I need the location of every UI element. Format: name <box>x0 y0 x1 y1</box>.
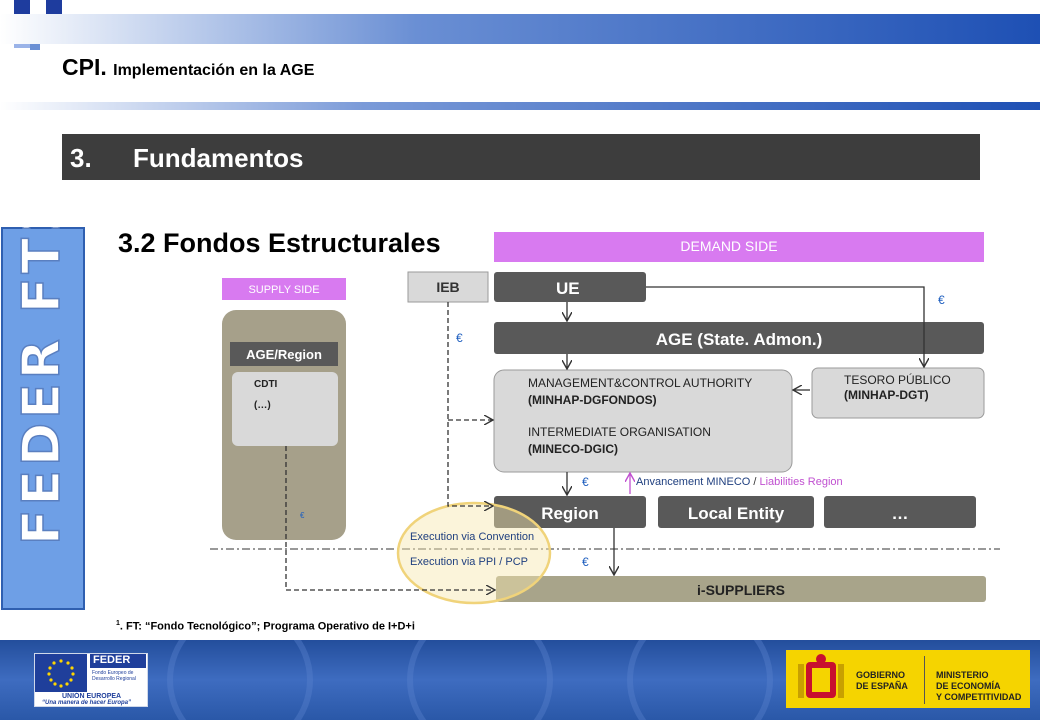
tesoro-line2: (MINHAP-DGT) <box>844 388 929 402</box>
ue-box <box>494 272 646 302</box>
age-region-box <box>230 342 338 366</box>
region-label: Region <box>541 504 599 523</box>
i-suppliers-label: i-SUPPLIERS <box>697 582 785 598</box>
feder-sidebar-text: FEDER FT1 <box>11 227 73 546</box>
footnote-sup: 1 <box>116 620 120 627</box>
supply-side-header <box>222 278 346 300</box>
header-gradient-bar <box>0 14 1040 44</box>
union-europea-text: UNIÓN EUROPEA <box>62 693 122 700</box>
arrow-cdti-suppliers <box>285 446 494 590</box>
local-entity-box <box>658 496 814 528</box>
feder-label: FEDER FT1 <box>12 227 72 545</box>
page-title-sub: Implementación en la AGE <box>113 62 315 79</box>
mca-line1: MANAGEMENT&CONTROL AUTHORITY <box>528 376 752 390</box>
footer-decoration <box>167 640 773 720</box>
funding-flow-diagram: DEMAND SIDE SUPPLY SIDE AGE/Region CDTI … <box>210 232 1000 605</box>
feder-desc-1: Fondo Europeo de <box>92 670 134 676</box>
feder-logo-text: FEDER <box>90 654 146 668</box>
tesoro-box <box>811 367 985 419</box>
ieb-label: IEB <box>436 279 459 295</box>
management-authority-box <box>493 369 793 473</box>
i-suppliers-box <box>496 576 986 602</box>
section-title: Fundamentos <box>133 143 304 173</box>
supply-side-label: SUPPLY SIDE <box>248 284 319 296</box>
demand-side-label: DEMAND SIDE <box>680 238 777 254</box>
euro-region: € <box>582 475 589 489</box>
supply-euro: € <box>300 511 305 520</box>
ministerio-line3: Y COMPETITIVIDAD <box>936 692 1022 702</box>
header-underline <box>0 102 1040 110</box>
more-label: … <box>892 504 909 523</box>
ministerio-line2: DE ECONOMÍA <box>936 681 1001 691</box>
euro-tesoro: € <box>938 293 945 307</box>
arrow-ieb-region <box>447 302 492 506</box>
cdti-label: CDTI <box>254 379 278 390</box>
feder-sidebar <box>1 227 85 610</box>
advancement-label: Anvancement MINECO <box>636 476 751 488</box>
cdti-ellipsis: (…) <box>254 400 271 411</box>
mca-line2: (MINHAP-DGFONDOS) <box>528 393 657 407</box>
coat-of-arms-icon <box>798 654 844 698</box>
local-entity-label: Local Entity <box>688 504 785 523</box>
demand-side-header <box>494 232 984 262</box>
eu-stars-icon <box>47 659 75 688</box>
euro-ieb: € <box>456 331 463 345</box>
ieb-box <box>407 271 489 303</box>
gobierno-divider <box>924 656 925 704</box>
gobierno-line1: GOBIERNO <box>856 670 906 680</box>
euro-suppliers: € <box>582 555 589 569</box>
advancement-text: Anvancement MINECO / Liabilities Region <box>636 476 843 488</box>
footnote-text: . FT: “Fondo Tecnológico”; Programa Oper… <box>119 620 415 633</box>
page-title: CPI. Implementación en la AGE <box>62 54 314 81</box>
age-region-label: AGE/Region <box>246 347 322 362</box>
age-state-box <box>494 322 984 354</box>
ministerio-line1: MINISTERIO <box>936 670 989 680</box>
io-line2: (MINECO-DGIC) <box>528 442 618 456</box>
section-bar <box>62 134 980 180</box>
cdti-box <box>232 372 338 446</box>
ue-label: UE <box>556 279 580 298</box>
section-number: 3. <box>70 143 92 173</box>
age-state-label: AGE (State. Admon.) <box>656 330 823 349</box>
advancement-slash: / <box>750 476 759 488</box>
page-title-main: CPI. <box>62 54 107 80</box>
footnote: 1. FT: “Fondo Tecnológico”; Programa Ope… <box>116 620 415 633</box>
gobierno-line2: DE ESPAÑA <box>856 681 908 691</box>
io-line1: INTERMEDIATE ORGANISATION <box>528 425 711 439</box>
feder-desc-2: Desarrollo Regional <box>92 676 136 682</box>
tesoro-line1: TESORO PÚBLICO <box>844 372 951 387</box>
eu-motto-text: “Una manera de hacer Europa” <box>42 700 132 706</box>
more-box <box>824 496 976 528</box>
execution-ellipse <box>396 501 552 605</box>
liabilities-label: Liabilities Region <box>760 476 843 488</box>
subsection-title: 3.2 Fondos Estructurales <box>118 228 441 258</box>
exec-ppi-label: Execution via PPI / PCP <box>410 556 528 568</box>
arrow-ue-tesoro <box>646 286 924 366</box>
exec-convention-label: Execution via Convention <box>410 531 534 543</box>
